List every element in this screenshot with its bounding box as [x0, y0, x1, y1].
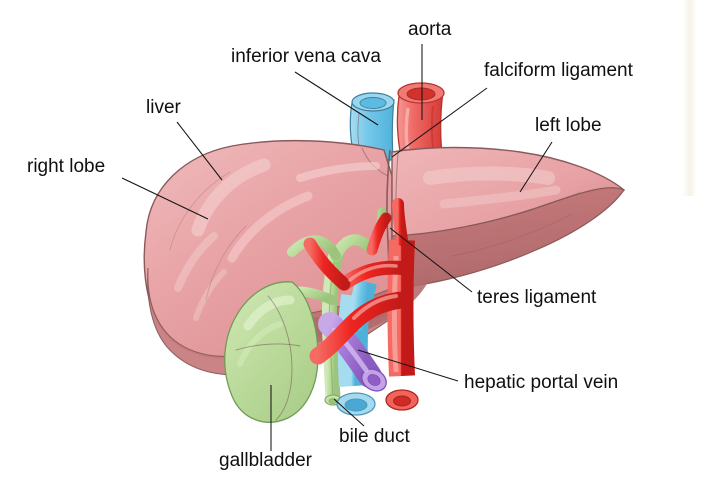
leader-hepatic-portal-vein: [357, 349, 459, 382]
leader-lines-group: [121, 44, 553, 451]
gallbladder-highlight: [243, 295, 295, 331]
gallbladder-highlight-2: [237, 321, 283, 367]
gallbladder-fold: [267, 295, 293, 421]
label-left-lobe: left lobe: [535, 115, 602, 136]
ivc-lumen: [359, 97, 387, 109]
leader-bile-duct: [333, 398, 365, 427]
leader-teres-ligament: [389, 227, 473, 293]
label-falciform-ligament: falciform ligament: [484, 60, 634, 81]
gallbladder-body: [224, 281, 319, 423]
leader-right-lobe: [121, 177, 209, 220]
hepatic-artery-superior: [366, 212, 392, 256]
label-aorta: aorta: [408, 19, 452, 40]
hepatic-artery-left-branch: [303, 237, 351, 291]
liver-highlights: [174, 158, 561, 321]
leader-liver: [176, 121, 223, 181]
label-inferior-vena-cava: inferior vena cava: [231, 46, 381, 67]
hepatic-artery-arch: [309, 291, 411, 365]
portal-blue-lumen: [344, 398, 368, 412]
hepatic-portal-vein-lumen: [367, 374, 381, 386]
artery-highlights: [348, 263, 398, 320]
leader-falciform-ligament: [391, 87, 488, 158]
right-red-vessel-lumen: [393, 395, 411, 407]
leader-inferior-vena-cava: [294, 71, 379, 126]
label-teres-ligament: teres ligament: [477, 287, 597, 308]
label-gallbladder: gallbladder: [219, 450, 313, 471]
labels-group: right lobe liver inferior vena cava aort…: [27, 19, 634, 471]
liver-left-lobe-underside: [391, 187, 625, 289]
label-liver: liver: [146, 97, 182, 118]
aorta-lumen: [406, 87, 436, 101]
label-hepatic-portal-vein: hepatic portal vein: [464, 372, 618, 393]
label-bile-duct: bile duct: [339, 426, 410, 447]
gallbladder-crease: [235, 343, 301, 351]
leader-left-lobe: [519, 141, 553, 193]
label-right-lobe: right lobe: [27, 156, 105, 177]
scan-edge-artifact: [682, 0, 696, 196]
hepatic-duct-branch-left: [287, 235, 341, 261]
